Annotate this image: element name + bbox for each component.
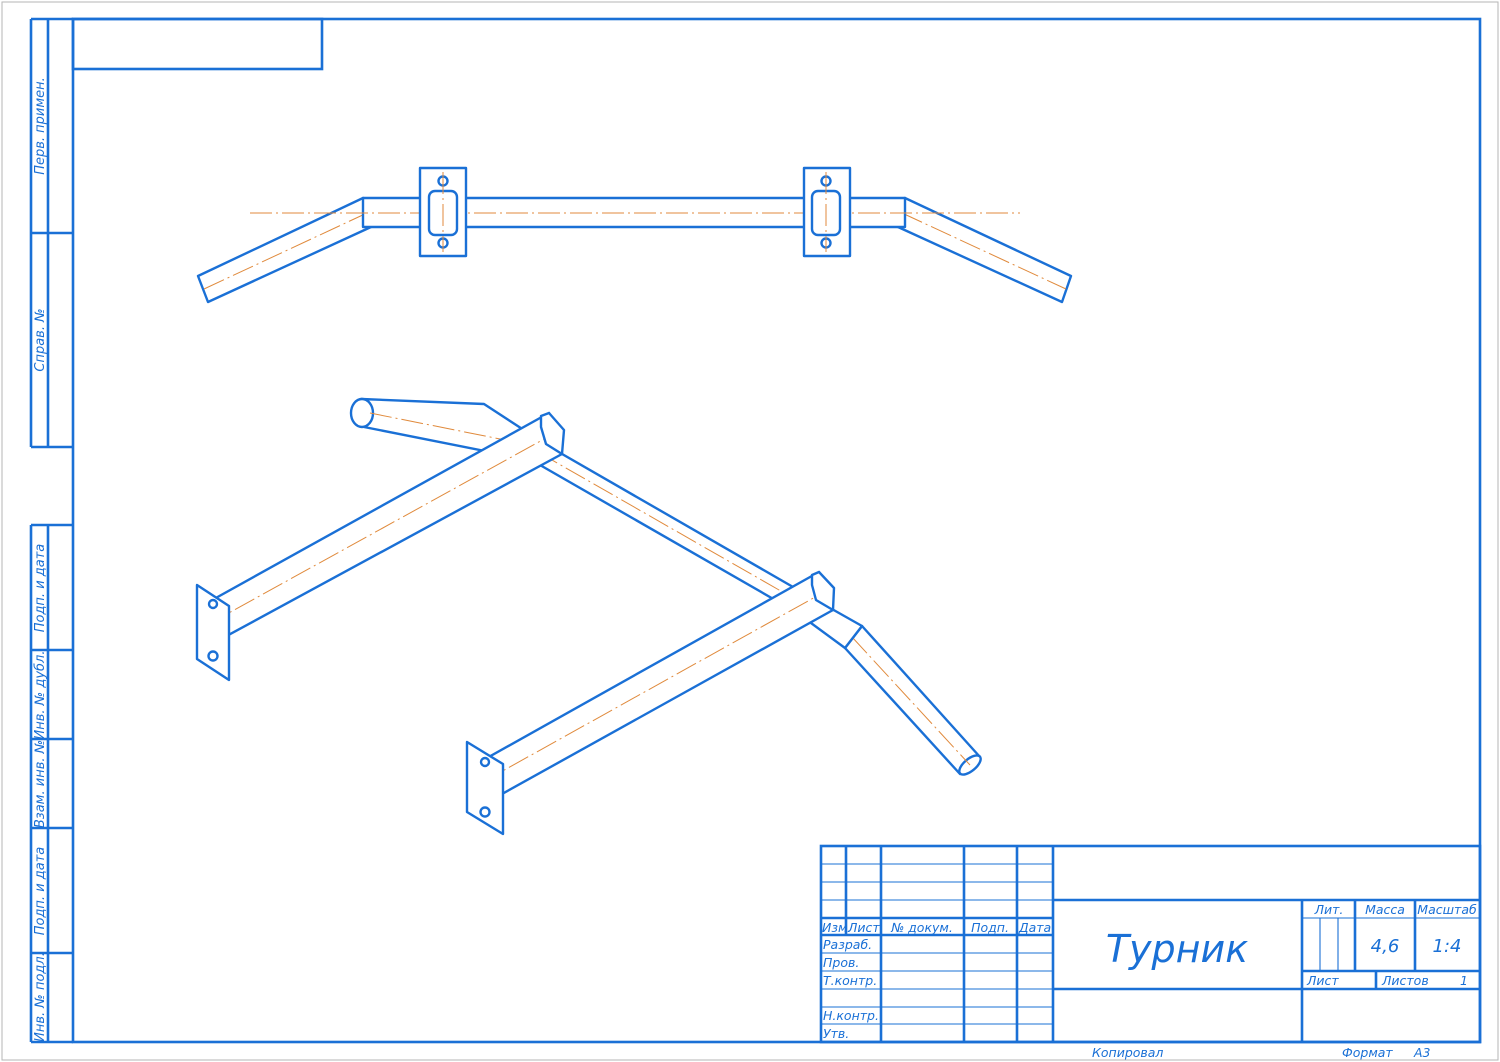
footer-format-label: Формат <box>1342 1045 1393 1060</box>
label-perv-primen: Перв. примен. <box>33 77 48 175</box>
col-list: Лист <box>847 920 880 935</box>
iso-right-wall-plate <box>465 740 505 836</box>
iso-left-bracket-arm <box>203 411 564 647</box>
label-inv-no-podl: Инв. № подл. <box>33 952 48 1042</box>
iso-right-plate-hole-top <box>479 756 491 768</box>
front-view-right-arm <box>896 196 1073 304</box>
iso-left-wall-plate <box>195 583 231 682</box>
iso-right-handle <box>843 624 982 776</box>
role-utv: Утв. <box>823 1026 849 1041</box>
footer-format-value: А3 <box>1413 1045 1431 1060</box>
mass-label: Масса <box>1365 902 1405 917</box>
drawing-title: Турник <box>1106 927 1248 971</box>
col-data: Дата <box>1018 920 1051 935</box>
mass-value: 4,6 <box>1371 936 1400 957</box>
title-block: Изм. Лист № докум. Подп. Дата Разраб. Пр… <box>819 844 1482 1044</box>
top-left-stamp-box <box>71 17 324 71</box>
iso-right-bracket-arm <box>476 570 835 806</box>
col-podp: Подп. <box>971 920 1009 935</box>
iso-left-handle-end <box>349 397 375 429</box>
col-no-dokum: № докум. <box>890 920 953 935</box>
iso-right-plate-hole-bottom <box>479 806 491 818</box>
label-podp-i-data-top: Подп. и дата <box>33 544 48 633</box>
iso-left-plate-hole-bottom <box>207 650 219 662</box>
front-view-left-arm <box>196 196 373 304</box>
role-n-kontr: Н.контр. <box>823 1008 879 1023</box>
col-izm: Изм. <box>822 920 851 935</box>
scale-label: Масштаб <box>1417 902 1477 917</box>
drawing-frame <box>71 17 1482 1044</box>
label-podp-i-data-bottom: Подп. и дата <box>33 847 48 936</box>
left-margin-strip: Перв. примен. Справ. № Подп. и дата Инв.… <box>29 17 73 1044</box>
label-sprav-no: Справ. № <box>33 308 48 371</box>
iso-right-clamp <box>810 570 836 612</box>
role-razrab: Разраб. <box>823 937 872 952</box>
label-inv-no-dubl: Инв. № дубл. <box>33 651 48 740</box>
isometric-view <box>195 397 982 836</box>
sheet-label: Лист <box>1306 973 1339 988</box>
iso-left-clamp <box>539 411 566 456</box>
iso-left-plate-hole-top <box>207 598 219 610</box>
iso-crossbar <box>531 441 802 614</box>
sheets-label: Листов <box>1381 973 1429 988</box>
lit-label: Лит. <box>1314 902 1344 917</box>
sheets-value: 1 <box>1460 973 1468 988</box>
footer-copied: Копировал <box>1092 1045 1163 1060</box>
role-t-kontr: Т.контр. <box>823 973 877 988</box>
role-prov: Пров. <box>823 955 859 970</box>
scale-value: 1:4 <box>1433 936 1462 957</box>
label-vzam-inv-no: Взам. инв. № <box>33 740 48 828</box>
front-view <box>196 166 1073 304</box>
